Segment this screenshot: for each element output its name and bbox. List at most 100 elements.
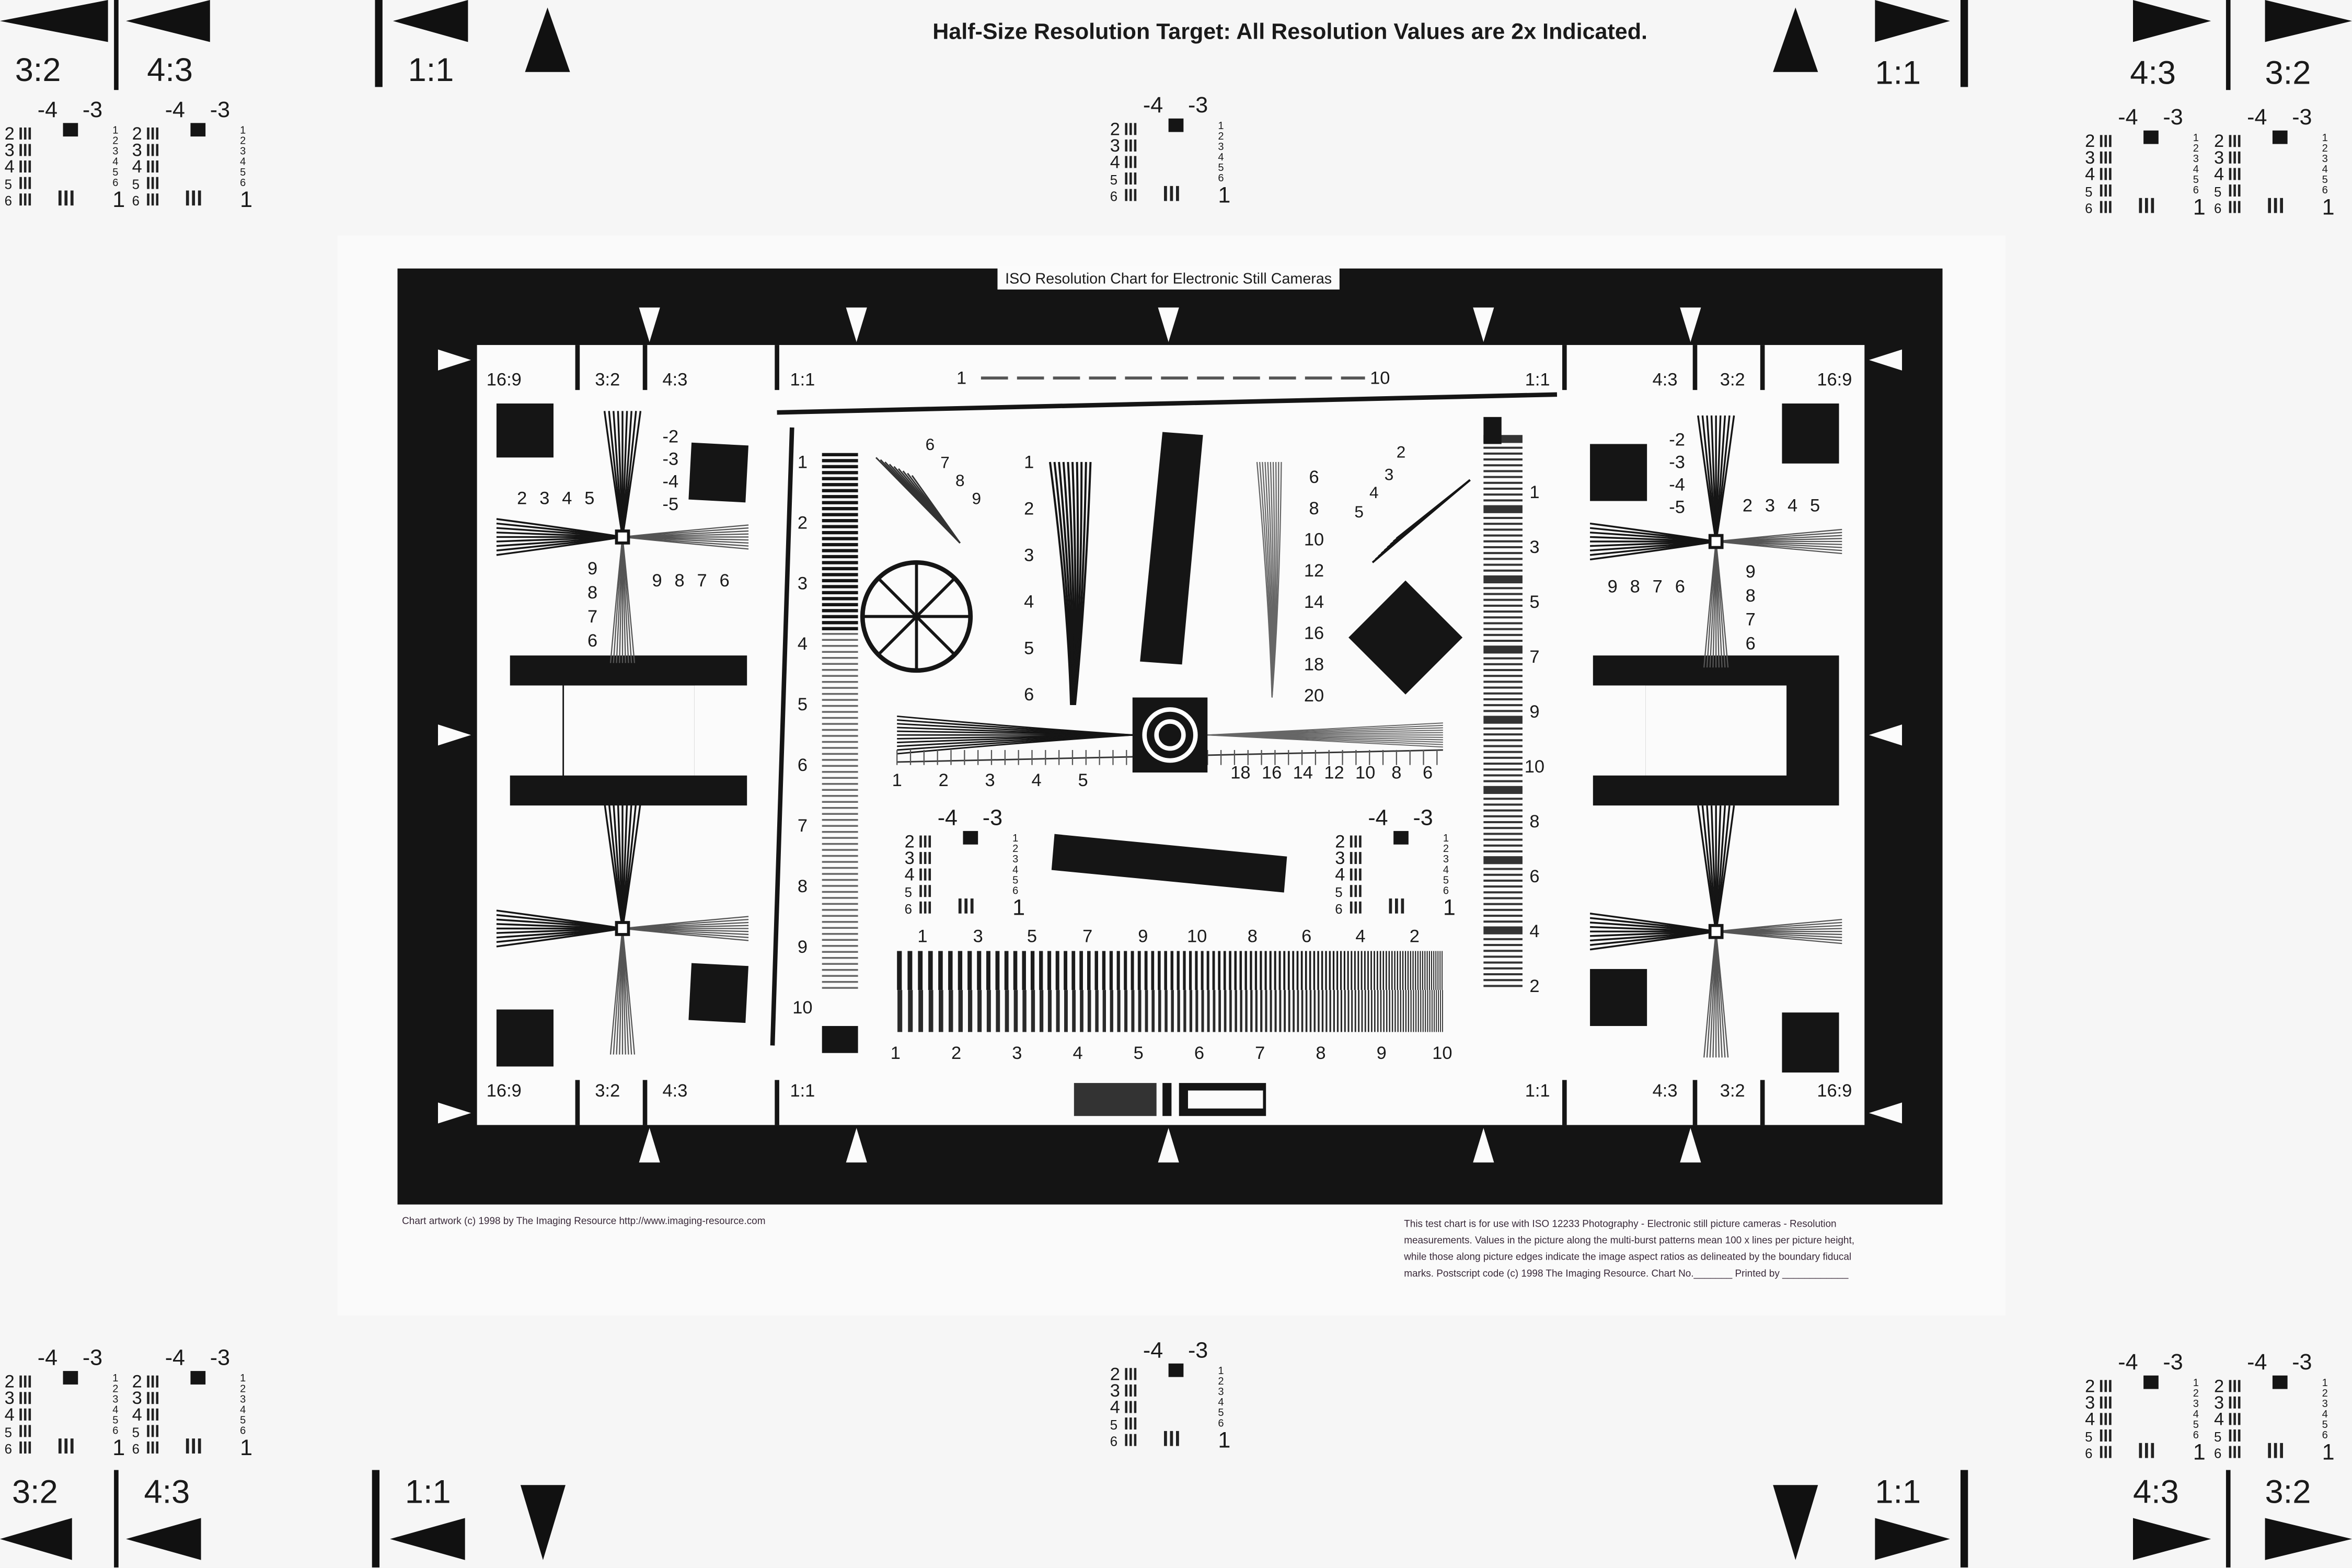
burst-line bbox=[1436, 990, 1437, 1032]
burst-line bbox=[1420, 951, 1421, 990]
patch-right-label: 6 bbox=[2322, 185, 2328, 196]
scale-number: 14 bbox=[1304, 592, 1324, 612]
patch-bar bbox=[2238, 184, 2241, 197]
patch-label: -3 bbox=[1188, 93, 1208, 118]
patch-bar bbox=[1134, 1368, 1137, 1380]
burst-line bbox=[1131, 990, 1135, 1032]
ladder-line bbox=[1483, 481, 1523, 484]
burst-line bbox=[986, 990, 991, 1032]
patch-row-label: 6 bbox=[132, 1442, 140, 1457]
patch-label: -3 bbox=[210, 1345, 230, 1370]
patch-row-label: 3 bbox=[2214, 1393, 2224, 1413]
burst-line bbox=[1144, 951, 1148, 990]
patch-row-label: 3 bbox=[1110, 1381, 1120, 1401]
patch-bar bbox=[1125, 1401, 1128, 1413]
burst-line bbox=[1269, 951, 1272, 990]
patch-right-label: 4 bbox=[1443, 864, 1449, 875]
wedge-line bbox=[1396, 479, 1471, 539]
burst-line bbox=[1260, 990, 1263, 1032]
patch-bar bbox=[1129, 172, 1132, 185]
burst-line bbox=[1177, 951, 1180, 990]
ladder-line bbox=[1483, 628, 1523, 630]
patch-bar bbox=[1354, 885, 1357, 897]
burst-line bbox=[1367, 951, 1369, 990]
burst-line bbox=[1434, 990, 1435, 1032]
scale-number: 10 bbox=[1187, 926, 1207, 946]
patch-bar bbox=[928, 885, 931, 897]
ladder-line bbox=[822, 891, 858, 893]
burst-line bbox=[995, 951, 1000, 990]
burst-line bbox=[1195, 951, 1198, 990]
ladder-line bbox=[1483, 534, 1523, 537]
patch-bar bbox=[2229, 184, 2232, 197]
burst-line bbox=[1292, 951, 1295, 990]
patch-right-label: 2 bbox=[2322, 143, 2328, 154]
burst-line bbox=[977, 951, 982, 990]
burst-line bbox=[1064, 951, 1068, 990]
slanted-bar-vertical bbox=[1140, 432, 1203, 665]
ladder-line bbox=[1483, 581, 1523, 584]
scale-number: 2 bbox=[1529, 976, 1539, 996]
patch-label: -3 bbox=[210, 97, 230, 122]
burst-line bbox=[1361, 951, 1363, 990]
scale-number: 6 bbox=[798, 755, 808, 775]
patch-bar bbox=[58, 190, 62, 206]
wedge-line bbox=[911, 475, 961, 544]
scale-number: 2 bbox=[1024, 499, 1034, 518]
patch-bar bbox=[28, 1408, 31, 1421]
patch-bar bbox=[1129, 1368, 1132, 1380]
patch-right-label: 2 bbox=[1218, 131, 1224, 142]
label-1-1: 1:1 bbox=[405, 1474, 451, 1511]
patch-right-label: 5 bbox=[112, 167, 118, 178]
ladder-line bbox=[1483, 452, 1523, 455]
ladder-line bbox=[822, 525, 858, 528]
burst-line bbox=[1437, 951, 1439, 990]
patch-row-label: 4 bbox=[132, 157, 142, 177]
burst-line bbox=[1386, 990, 1388, 1032]
fiducial-triangle bbox=[846, 307, 867, 342]
patch-bar bbox=[28, 1425, 31, 1437]
patch-bar bbox=[2233, 1429, 2236, 1442]
burst-line bbox=[1422, 951, 1423, 990]
scale-number: 10 bbox=[1370, 368, 1390, 388]
patch-bar bbox=[2229, 1413, 2232, 1425]
patch-bar bbox=[1354, 901, 1357, 914]
burst-line bbox=[1137, 951, 1141, 990]
scale-number: 4 bbox=[1032, 770, 1042, 790]
chart-title-tab bbox=[997, 265, 1340, 290]
burst-line bbox=[1138, 990, 1142, 1032]
scale-number: 6 bbox=[926, 435, 935, 454]
patch-row-label: 4 bbox=[1335, 865, 1345, 885]
ladder-line bbox=[1483, 786, 1523, 792]
scale-number: 7 bbox=[1653, 577, 1663, 597]
scale-number: 6 bbox=[1194, 1043, 1204, 1063]
label-3-2: 3:2 bbox=[15, 52, 61, 88]
burst-line bbox=[1213, 990, 1216, 1032]
patch-label: -3 bbox=[2163, 105, 2183, 130]
burst-line bbox=[1212, 951, 1215, 990]
ladder-line bbox=[1483, 803, 1523, 806]
burst-line bbox=[1102, 990, 1106, 1032]
patch-bar bbox=[147, 1441, 149, 1454]
burst-line bbox=[1429, 990, 1431, 1032]
patch-square bbox=[2143, 1375, 2159, 1389]
scale-number: 9 bbox=[1746, 562, 1756, 582]
patch-bar bbox=[2100, 135, 2103, 147]
patch-bar bbox=[2229, 1380, 2232, 1392]
patch-bar bbox=[1125, 189, 1128, 201]
patch-row-label: 6 bbox=[132, 194, 140, 209]
patch-row-label: 3 bbox=[132, 140, 142, 160]
burst-line bbox=[1189, 990, 1193, 1032]
burst-line bbox=[1321, 951, 1323, 990]
ladder-line bbox=[822, 843, 858, 845]
wedge-line bbox=[621, 802, 642, 929]
burst-line bbox=[1428, 951, 1430, 990]
scale-number: 4 bbox=[1073, 1043, 1082, 1063]
ladder-line bbox=[1483, 552, 1523, 555]
patch-right-label: 5 bbox=[1218, 1407, 1224, 1419]
patch-bar bbox=[1134, 189, 1137, 201]
burst-line bbox=[1296, 951, 1299, 990]
aspect-label: 16:9 bbox=[1817, 370, 1852, 390]
patch-bar bbox=[924, 835, 927, 848]
